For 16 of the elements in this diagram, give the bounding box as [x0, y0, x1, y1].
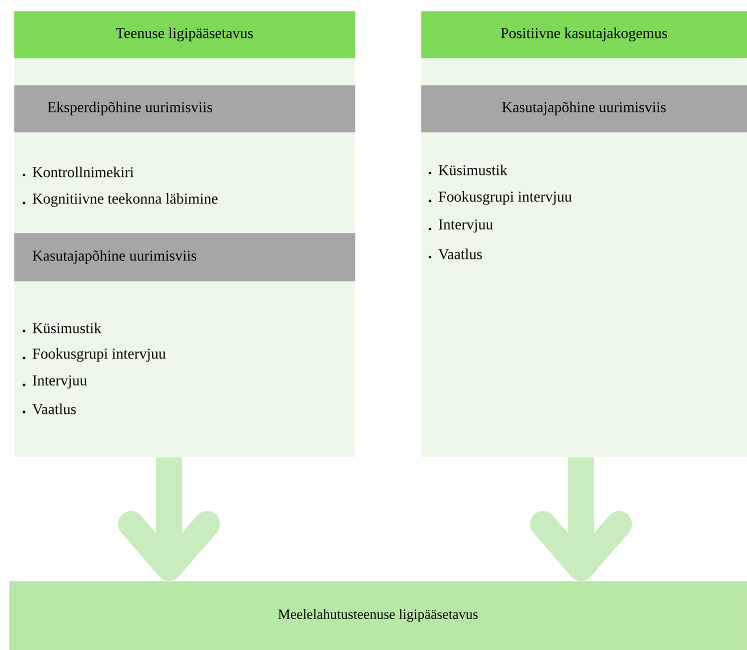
section-band: Kasutajapõhine uurimisviis [421, 85, 747, 132]
list-item: Küsimustik [438, 164, 508, 176]
header-band: Teenuse ligipääsetavus [14, 11, 356, 58]
section-band: Kasutajapõhine uurimisviis [14, 233, 356, 282]
list-item: Intervjuu [32, 375, 87, 389]
result-box: Meelelahutusteenuse ligipääsetavus [9, 581, 747, 650]
header-band: Positiivne kasutajakogemus [421, 11, 747, 58]
list-item: Fookusgrupi intervjuu [32, 348, 166, 362]
list-item: Vaatlus [32, 404, 76, 414]
list-item: Intervjuu [438, 219, 493, 233]
list-item: Kontrollnimekiri [32, 166, 134, 178]
list-item: Fookusgrupi intervjuu [438, 191, 572, 205]
list-item: Vaatlus [438, 248, 482, 260]
list-item: Küsimustik [32, 322, 102, 334]
section-band: Eksperdipõhine uurimisviis [14, 85, 356, 132]
list-item: Kognitiivne teekonna läbimine [32, 193, 218, 207]
